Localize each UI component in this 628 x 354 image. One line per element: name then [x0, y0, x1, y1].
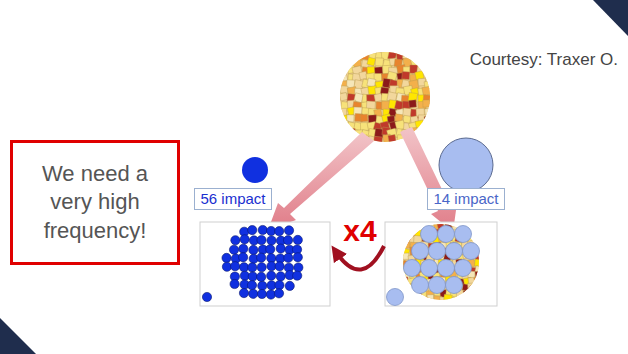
arrow-right	[400, 127, 457, 232]
credit-text: Courtesy: Traxer O.	[470, 50, 618, 70]
node-text: 56 impact	[200, 190, 265, 208]
small-dot-cluster	[202, 225, 303, 301]
impact-label-box: 14 impact	[427, 188, 504, 210]
stone-mosaic	[338, 51, 434, 146]
corner-triangle	[0, 318, 36, 354]
node-text: We need a very high frequency!	[35, 160, 155, 246]
small-fiber-dot	[242, 157, 268, 183]
large-fiber-dot	[439, 138, 493, 192]
stone-mosaic-small	[401, 222, 485, 305]
ratio-label: x4	[343, 214, 376, 248]
node-text: 14 impact	[433, 190, 498, 208]
fine-fragments-image	[200, 222, 330, 306]
impact-label-box: 56 impact	[194, 188, 271, 210]
curved-arrow	[336, 246, 384, 270]
corner-triangle	[593, 0, 628, 36]
callout-box: We need a very high frequency!	[10, 140, 180, 265]
coarse-fragments-image	[385, 222, 497, 306]
large-dot-cluster	[387, 226, 480, 306]
